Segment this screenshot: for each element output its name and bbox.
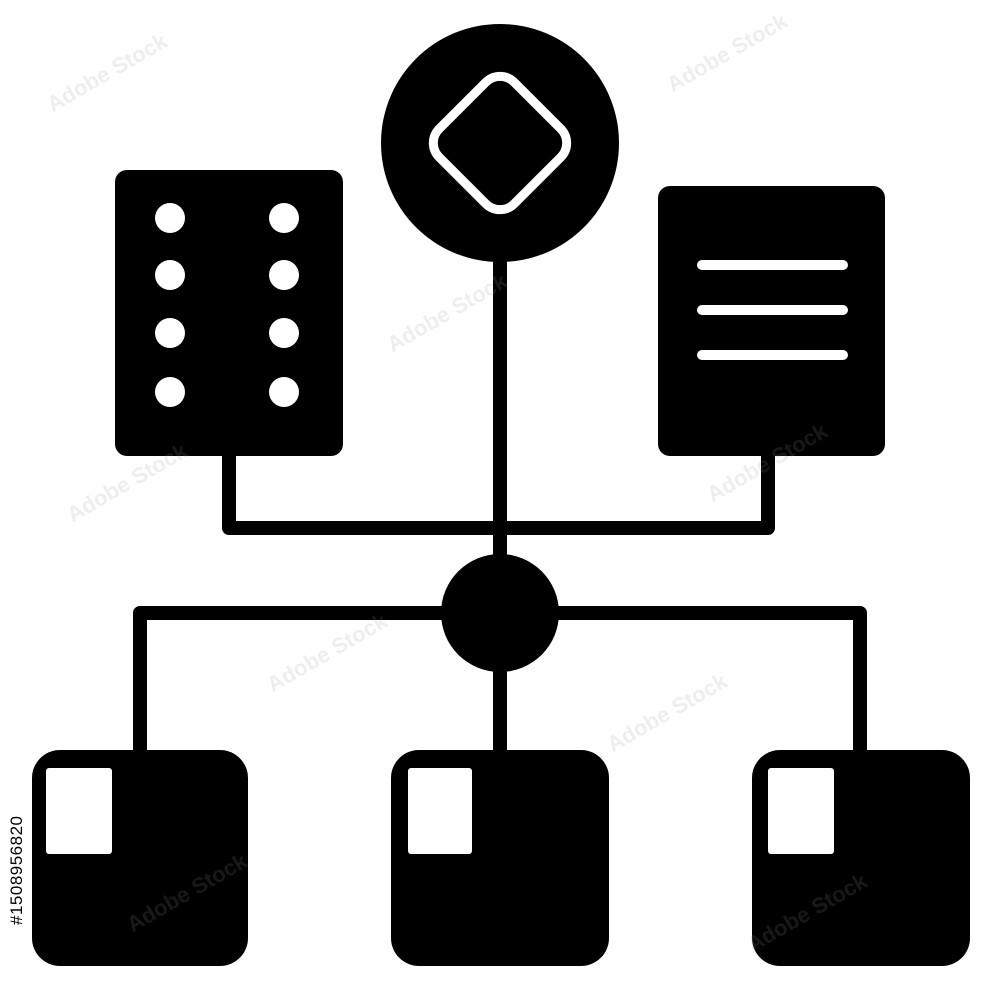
server-panel <box>115 170 343 456</box>
bottom-box-right <box>752 750 970 966</box>
document-panel-body <box>658 186 885 456</box>
document-panel <box>658 186 885 456</box>
bottom-box-window <box>408 768 472 854</box>
document-text-lines <box>697 260 848 360</box>
bottom-box-left <box>32 750 248 966</box>
server-dots <box>155 203 299 407</box>
server-dot <box>269 377 299 407</box>
server-dot <box>155 318 185 348</box>
upper-bus-line <box>222 443 775 535</box>
diamond-icon <box>428 71 572 215</box>
bottom-box-center <box>391 750 609 966</box>
server-dot <box>155 260 185 290</box>
server-panel-body <box>115 170 343 456</box>
server-dot <box>155 203 185 233</box>
server-dot <box>269 260 299 290</box>
top-node <box>381 24 619 262</box>
hub-node <box>441 554 559 672</box>
server-dot <box>269 203 299 233</box>
server-dot <box>269 318 299 348</box>
bottom-box-window <box>768 768 834 854</box>
server-dot <box>155 377 185 407</box>
stock-id-label: #1508956820 <box>7 815 26 925</box>
bottom-box-window <box>46 768 112 854</box>
